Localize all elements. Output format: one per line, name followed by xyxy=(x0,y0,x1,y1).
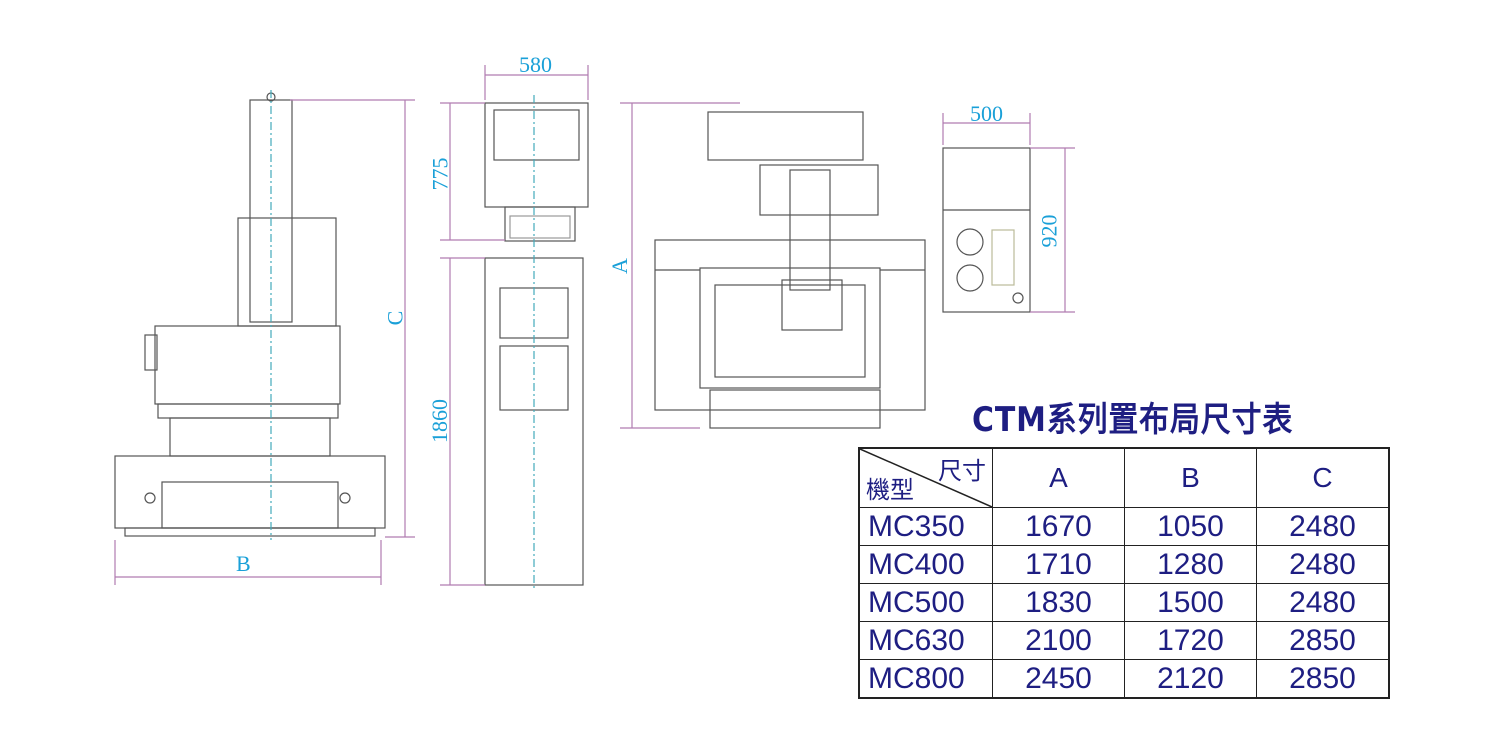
cabinet-dimension-lines xyxy=(440,65,589,586)
table-corner-cell: 尺寸 機型 xyxy=(858,447,993,508)
model-cell: MC400 xyxy=(858,545,993,584)
value-cell-b: 1720 xyxy=(1124,621,1257,660)
value-cell-a: 2450 xyxy=(992,659,1125,699)
model-cell: MC350 xyxy=(858,507,993,546)
corner-label-dimension: 尺寸 xyxy=(938,458,986,485)
dimension-label-c: C xyxy=(382,310,408,326)
dimension-label-775: 775 xyxy=(427,157,453,191)
table-header-row: 尺寸 機型 A B C xyxy=(858,447,1390,508)
column-header-c: C xyxy=(1256,447,1390,508)
value-cell-c: 2480 xyxy=(1256,545,1390,584)
value-cell-b: 2120 xyxy=(1124,659,1257,699)
dimension-label-580: 580 xyxy=(519,52,552,77)
dimension-label-1860: 1860 xyxy=(427,399,452,443)
value-cell-b: 1050 xyxy=(1124,507,1257,546)
column-header-b: B xyxy=(1124,447,1257,508)
front-dimension-lines xyxy=(114,99,415,585)
table-title: CTM系列置布局尺寸表 xyxy=(972,400,1294,440)
dimension-label-b: B xyxy=(236,551,251,576)
top-view-machine xyxy=(654,111,926,429)
dimension-label-a: A xyxy=(606,258,632,274)
model-cell: MC630 xyxy=(858,621,993,660)
dimension-label-500: 500 xyxy=(970,101,1003,126)
unit-dimension-lines xyxy=(942,113,1075,313)
model-cell: MC500 xyxy=(858,583,993,622)
value-cell-c: 2480 xyxy=(1256,583,1390,622)
value-cell-b: 1500 xyxy=(1124,583,1257,622)
model-cell: MC800 xyxy=(858,659,993,699)
column-header-a: A xyxy=(992,447,1125,508)
value-cell-c: 2850 xyxy=(1256,659,1390,699)
front-view-machine xyxy=(114,90,386,540)
value-cell-a: 1670 xyxy=(992,507,1125,546)
value-cell-a: 1710 xyxy=(992,545,1125,584)
top-dimension-lines xyxy=(620,102,740,429)
value-cell-a: 2100 xyxy=(992,621,1125,660)
corner-diagonal xyxy=(860,449,992,507)
value-cell-a: 1830 xyxy=(992,583,1125,622)
value-cell-c: 2480 xyxy=(1256,507,1390,546)
auxiliary-unit xyxy=(942,147,1031,313)
dimension-label-920: 920 xyxy=(1036,214,1062,248)
corner-label-model: 機型 xyxy=(866,477,914,504)
value-cell-b: 1280 xyxy=(1124,545,1257,584)
value-cell-c: 2850 xyxy=(1256,621,1390,660)
control-cabinet xyxy=(484,95,589,590)
